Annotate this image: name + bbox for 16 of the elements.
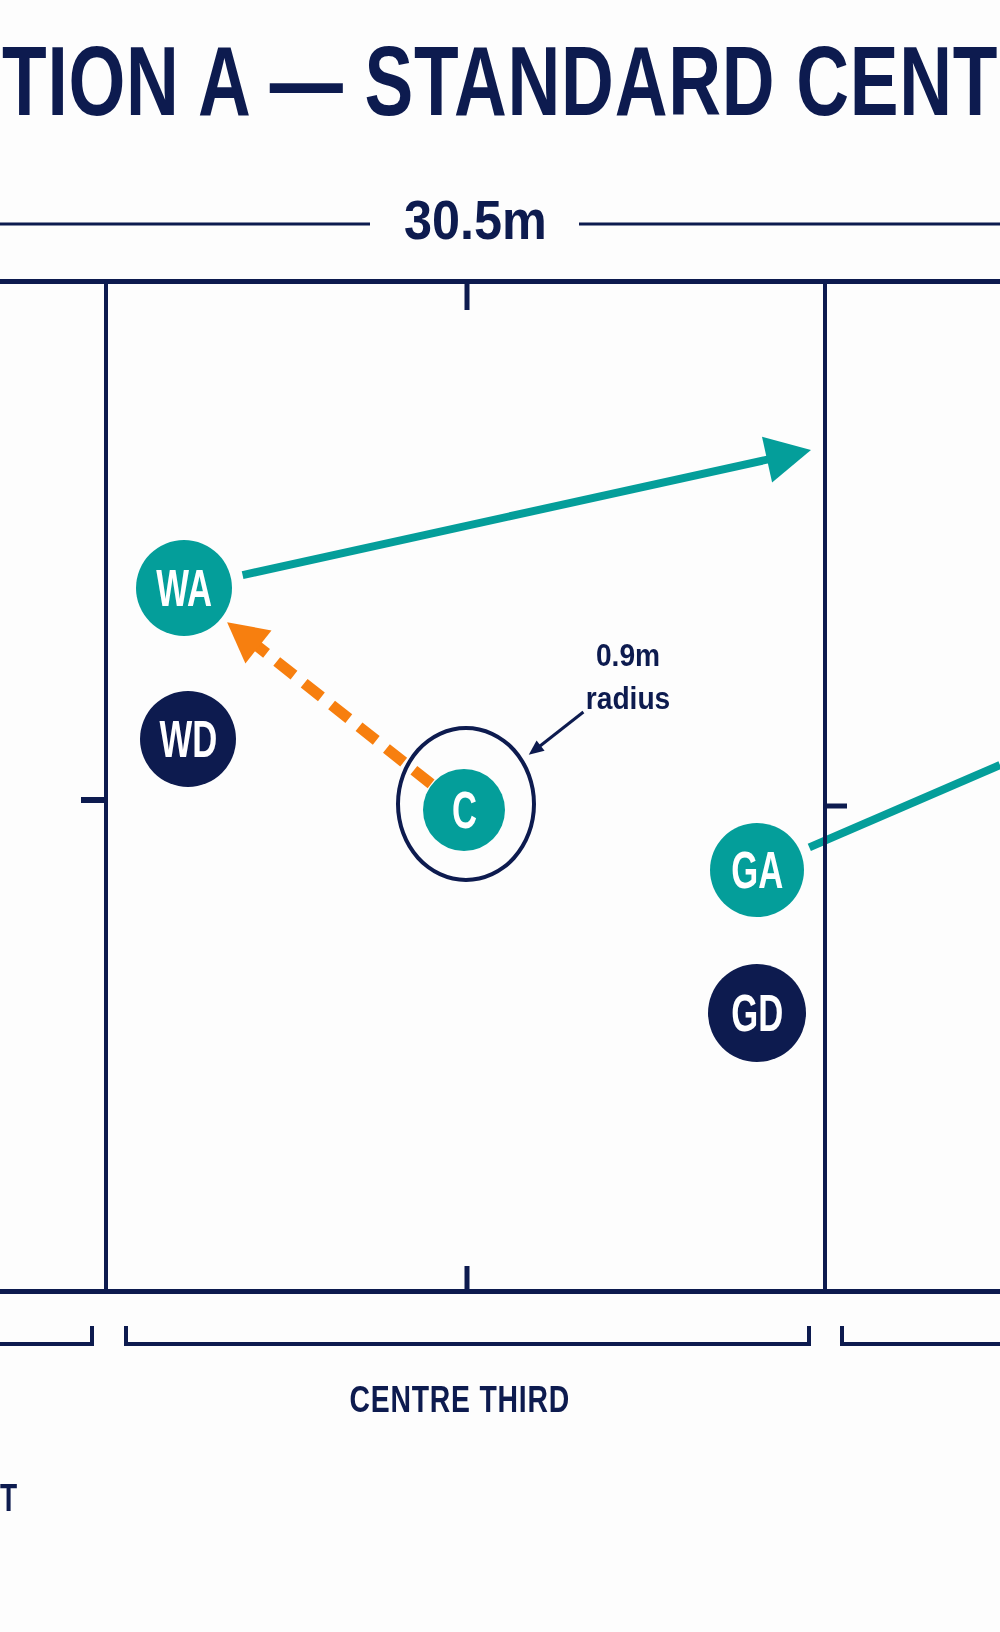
label-text: T bbox=[0, 1478, 18, 1517]
position-label: GA bbox=[731, 844, 783, 896]
centre-third-zone bbox=[104, 279, 827, 1294]
centre-circle bbox=[396, 726, 536, 882]
position-label: WD bbox=[159, 713, 217, 765]
position-label: WA bbox=[156, 562, 212, 614]
zone-label: CENTRE THIRD bbox=[349, 1381, 570, 1419]
page-title: TION A — STANDARD CENT bbox=[2, 31, 999, 131]
leader-arrow bbox=[528, 710, 585, 755]
arrow bbox=[241, 436, 811, 579]
position-label: C bbox=[451, 784, 477, 836]
position-label: GD bbox=[731, 987, 783, 1039]
radius-label: 0.9m radius bbox=[585, 634, 671, 720]
dimension-label: 30.5m bbox=[403, 192, 547, 248]
dashed-arrow bbox=[227, 622, 435, 789]
movement-line bbox=[807, 761, 1000, 852]
